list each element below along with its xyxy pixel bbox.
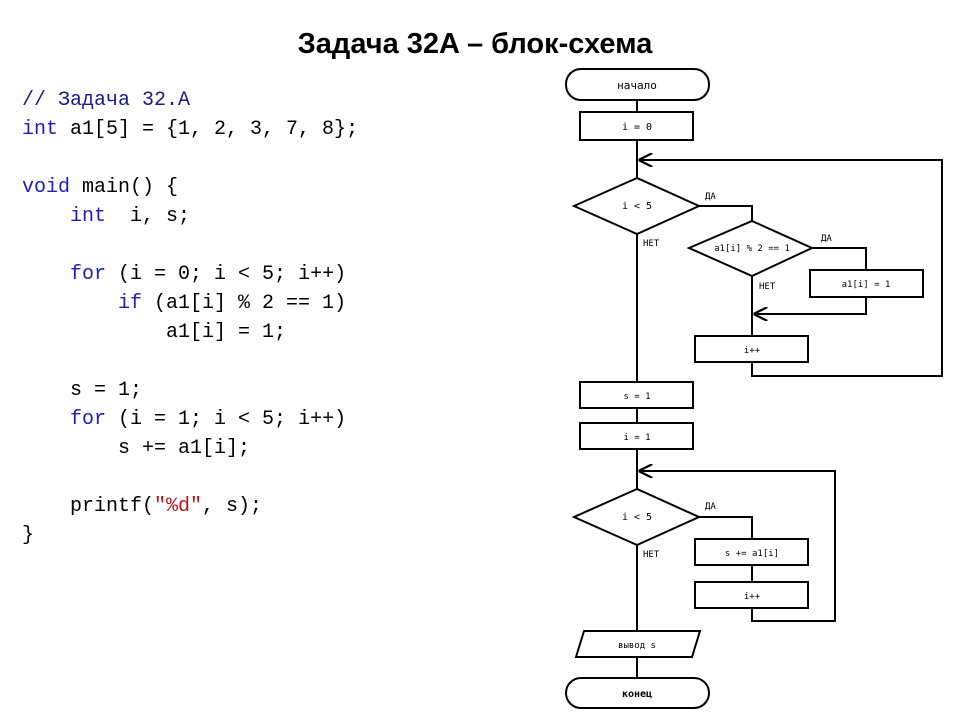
code-string: "%d"	[154, 495, 203, 518]
code-text: (i = 0; i < 5; i++)	[106, 263, 347, 286]
code-line: }	[22, 521, 358, 550]
code-keyword: void	[22, 176, 71, 199]
output-block: вывод s	[574, 630, 702, 658]
accumulate-block: s += a1[i]	[694, 538, 809, 566]
accumulate-label: s += a1[i]	[725, 549, 779, 559]
code-text: , s);	[202, 495, 263, 518]
code-text: main() {	[70, 176, 179, 199]
init-i0-label: i = 0	[622, 122, 652, 133]
code-keyword: if	[118, 292, 143, 315]
end-label: конец	[622, 689, 652, 700]
code-text: printf(	[22, 495, 155, 518]
start-terminal: начало	[565, 68, 710, 101]
loop1-condition-label: i < 5	[622, 201, 652, 212]
code-text: s = 1;	[22, 379, 143, 402]
code-text: a1[5] = {1, 2, 3, 7, 8};	[58, 118, 359, 141]
code-keyword: int	[70, 205, 107, 228]
code-listing: // Задача 32.A int a1[5] = {1, 2, 3, 7, 8…	[22, 86, 358, 550]
odd-check-condition-label: a1[i] % 2 == 1	[714, 244, 790, 254]
loop1-condition: i < 5	[571, 176, 702, 236]
code-line: void main() {	[22, 173, 358, 202]
code-line: for (i = 0; i < 5; i++)	[22, 260, 358, 289]
code-keyword: for	[70, 263, 107, 286]
init-i1-label: i = 1	[623, 433, 650, 443]
increment2-block: i++	[694, 581, 809, 609]
code-keyword: int	[22, 118, 59, 141]
code-text: }	[22, 524, 35, 547]
code-comment: // Задача 32.A	[22, 89, 191, 112]
code-text: (a1[i] % 2 == 1)	[142, 292, 347, 315]
odd-check-condition: a1[i] % 2 == 1	[686, 219, 815, 278]
output-label: вывод s	[618, 641, 656, 651]
assign-a1-block: a1[i] = 1	[809, 269, 924, 298]
code-line: int i, s;	[22, 202, 358, 231]
code-line: s += a1[i];	[22, 434, 358, 463]
increment1-label: i++	[744, 346, 761, 356]
code-line: printf("%d", s);	[22, 492, 358, 521]
init-s-label: s = 1	[623, 392, 650, 402]
init-i0-block: i = 0	[579, 111, 694, 141]
init-i1-block: i = 1	[579, 422, 694, 450]
loop2-condition-label: i < 5	[622, 512, 652, 523]
loop2-condition: i < 5	[571, 487, 702, 547]
code-line: for (i = 1; i < 5; i++)	[22, 405, 358, 434]
increment2-label: i++	[744, 592, 761, 602]
loop1-no-label: НЕТ	[643, 239, 660, 249]
init-s-block: s = 1	[579, 381, 694, 409]
loop2-no-label: НЕТ	[643, 550, 660, 560]
code-line: if (a1[i] % 2 == 1)	[22, 289, 358, 318]
odd-check-yes-label: ДА	[821, 234, 832, 244]
odd-check-no-label: НЕТ	[759, 282, 776, 292]
code-line: // Задача 32.A	[22, 86, 358, 115]
code-text: (i = 1; i < 5; i++)	[106, 408, 347, 431]
code-text: a1[i] = 1;	[22, 321, 287, 344]
code-line: a1[i] = 1;	[22, 318, 358, 347]
loop2-yes-label: ДА	[705, 502, 716, 512]
increment1-block: i++	[694, 335, 809, 363]
assign-a1-label: a1[i] = 1	[842, 280, 891, 290]
start-label: начало	[617, 79, 657, 92]
code-text: i, s;	[106, 205, 191, 228]
code-keyword: for	[70, 408, 107, 431]
loop1-yes-label: ДА	[705, 192, 716, 202]
code-line: s = 1;	[22, 376, 358, 405]
connector-lines	[636, 100, 943, 678]
code-line: int a1[5] = {1, 2, 3, 7, 8};	[22, 115, 358, 144]
code-text: s += a1[i];	[22, 437, 251, 460]
slide-title: Задача 32A – блок-схема	[297, 28, 653, 60]
end-terminal: конец	[565, 677, 710, 709]
